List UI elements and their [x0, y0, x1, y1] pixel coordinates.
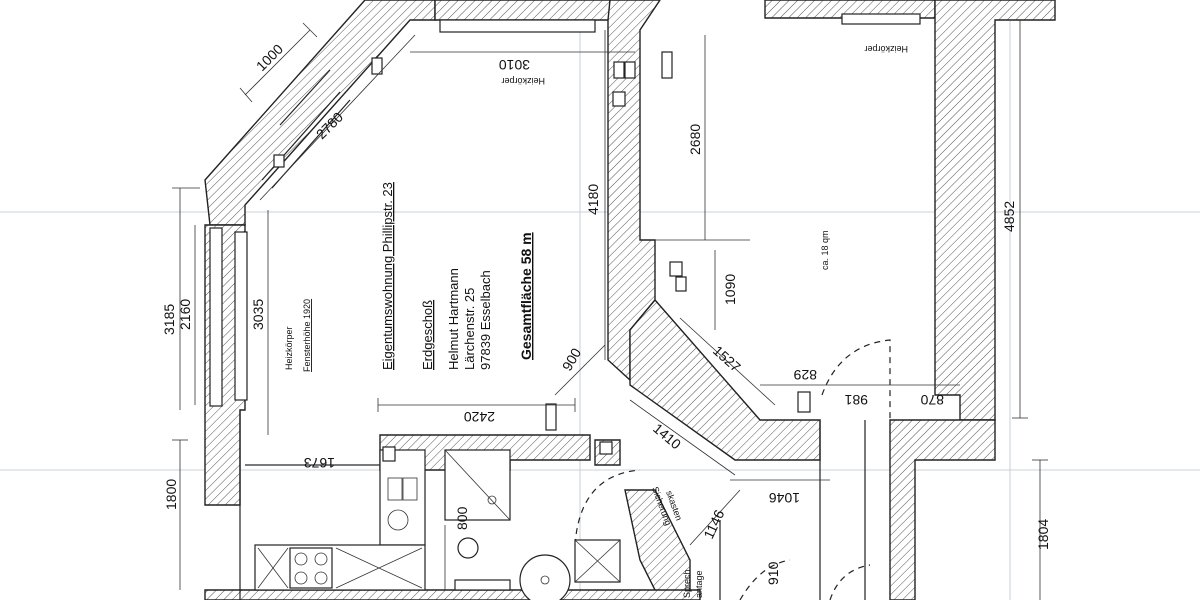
- anlage-label: antage: [694, 570, 704, 598]
- dim-3035: 3035: [250, 299, 266, 330]
- heater-top-right: [841, 13, 921, 25]
- heater-top-label: Heizkörper: [501, 76, 545, 86]
- walls: [204, 0, 1056, 600]
- wall-north: [434, 0, 611, 21]
- dim-3185: 3185: [161, 304, 177, 335]
- dim-981: 981: [844, 392, 868, 408]
- wall-diagonal-northwest: [204, 0, 436, 226]
- wall-sicherung: [624, 489, 691, 600]
- heater-top-right-label: Heizkörper: [864, 44, 908, 54]
- dim-1146: 1146: [700, 507, 727, 541]
- dim-1804: 1804: [1035, 519, 1051, 550]
- dim-2680: 2680: [687, 124, 703, 155]
- info-block: Eigentumswohnung Phillipstr. 23 Erdgesch…: [380, 182, 534, 370]
- door-arcs: [574, 339, 891, 600]
- dim-4180: 4180: [585, 184, 601, 215]
- box-x-small: [382, 446, 396, 462]
- wall-east-lower: [889, 419, 996, 600]
- window-height-label: Fensterhöhe 1920: [302, 299, 312, 372]
- dim-800: 800: [454, 506, 470, 530]
- annotations: Heizkörper Fensterhöhe 1920 Heizkörper H…: [284, 44, 908, 598]
- dim-1673: 1673: [304, 455, 335, 471]
- dim-829: 829: [793, 367, 817, 383]
- title-text: Eigentumswohnung Phillipstr. 23: [380, 182, 395, 370]
- heater-top: [439, 19, 596, 33]
- street-text: Lärchenstr. 25: [462, 288, 477, 370]
- dim-3010: 3010: [499, 57, 530, 73]
- room-area-label: ca. 18 qm: [820, 230, 830, 270]
- dim-1800: 1800: [163, 479, 179, 510]
- heater-left-label: Heizkörper: [284, 326, 294, 370]
- dim-1090: 1090: [722, 274, 738, 305]
- dim-4852: 4852: [1001, 201, 1017, 232]
- dim-2160: 2160: [177, 299, 193, 330]
- counter: [254, 544, 426, 591]
- dim-1046: 1046: [769, 490, 800, 506]
- dim-1410: 1410: [650, 420, 684, 452]
- city-text: 97839 Esselbach: [478, 270, 493, 370]
- dim-910: 910: [765, 561, 781, 585]
- bathroom: [382, 446, 621, 600]
- sprech-label: Sprech: [682, 569, 692, 598]
- sockets: [273, 51, 811, 455]
- dimension-lines: [172, 20, 1048, 600]
- washbasin: [519, 554, 571, 600]
- dim-1000: 1000: [253, 41, 286, 74]
- wall-bottom-left: [204, 589, 701, 600]
- toilet: [457, 537, 479, 559]
- dim-2420: 2420: [464, 409, 495, 425]
- dim-870: 870: [920, 392, 944, 408]
- owner-text: Helmut Hartmann: [446, 268, 461, 370]
- floor-text: Erdgeschoß: [420, 300, 435, 370]
- area-text: Gesamtfläche 58 m: [518, 232, 534, 360]
- kitchen: [254, 449, 426, 591]
- wall-east: [934, 0, 1056, 421]
- sink: [379, 449, 426, 546]
- window-west: [209, 227, 248, 407]
